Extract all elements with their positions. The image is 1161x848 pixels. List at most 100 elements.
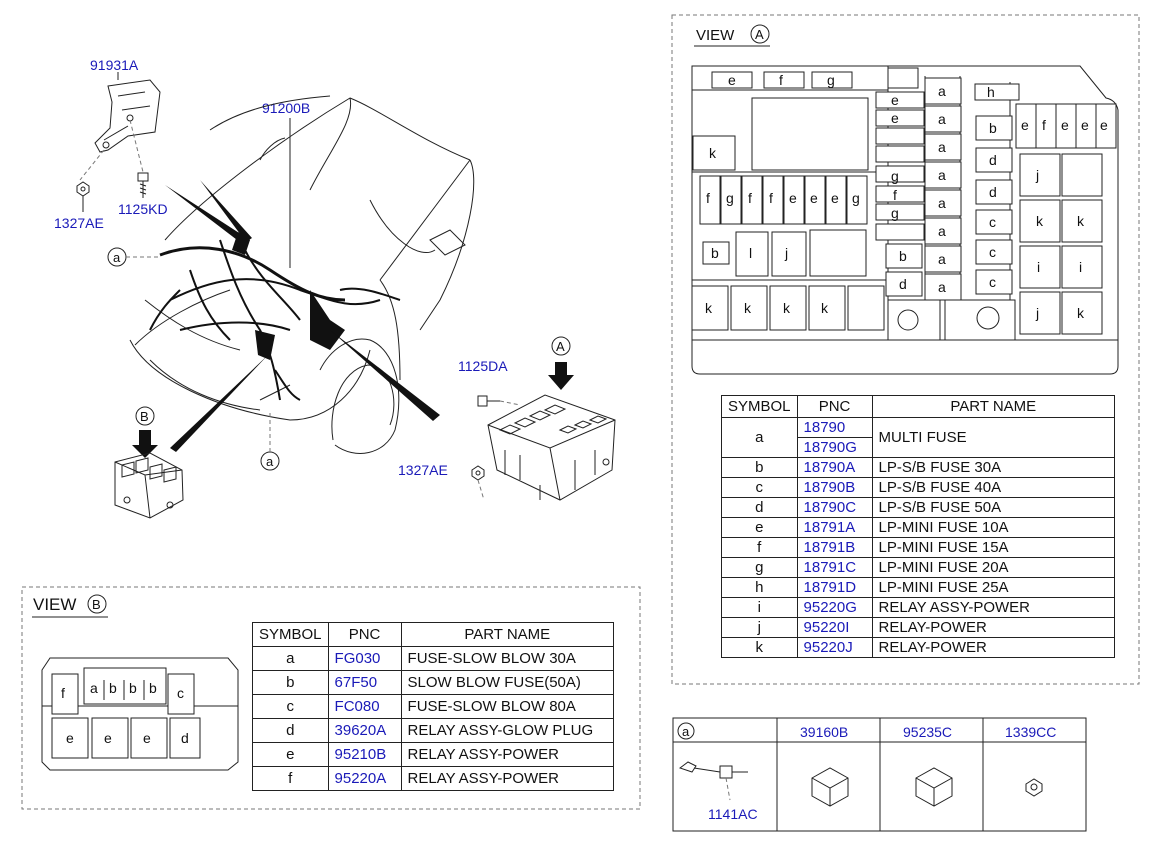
- table-header-row: SYMBOL PNC PART NAME: [252, 622, 615, 647]
- col-part-name: PART NAME: [400, 622, 615, 647]
- cell-pnc[interactable]: 18790G: [796, 437, 873, 458]
- label-1141AC: 1141AC: [708, 806, 758, 822]
- cell-part-name: RELAY-POWER: [871, 617, 1116, 638]
- cell-pnc[interactable]: 18790: [796, 417, 873, 438]
- cell-pnc[interactable]: 18790A: [796, 457, 873, 478]
- cell-part-name: RELAY ASSY-POWER: [400, 742, 615, 767]
- parts-header-1339CC: 1339CC: [1005, 724, 1056, 740]
- parts-marker-a: a: [682, 724, 690, 739]
- view-b-title: VIEW: [33, 595, 76, 614]
- marker-a-bottom: a: [266, 454, 274, 469]
- cell-symbol: a: [252, 646, 329, 671]
- cell-part-name: MULTI FUSE: [871, 417, 1116, 458]
- view-a-letter: A: [755, 27, 764, 42]
- view-a-arrow-letter: A: [556, 339, 565, 354]
- cell-pnc[interactable]: 18791B: [796, 537, 873, 558]
- cell-pnc[interactable]: 18790B: [796, 477, 873, 498]
- cell-part-name: LP-S/B FUSE 40A: [871, 477, 1116, 498]
- cell-pnc[interactable]: 95220G: [796, 597, 873, 618]
- col-symbol: SYMBOL: [252, 622, 329, 647]
- label-1125DA: 1125DA: [458, 358, 508, 374]
- relay-95235C-icon: [915, 767, 953, 807]
- cell-part-name: RELAY ASSY-POWER: [871, 597, 1116, 618]
- label-91931A: 91931A: [90, 57, 139, 73]
- view-a-parts-table: SYMBOL PNC PART NAME a 18790 MULTI FUSE …: [721, 395, 1116, 658]
- cell-symbol: d: [252, 718, 329, 743]
- cell-pnc[interactable]: FG030: [327, 646, 402, 671]
- cell-symbol: g: [721, 557, 798, 578]
- cell-symbol: d: [721, 497, 798, 518]
- cell-pnc[interactable]: 18791C: [796, 557, 873, 578]
- fuse-box-a-illustration: [487, 394, 616, 501]
- cell-symbol: b: [252, 670, 329, 695]
- cell-pnc[interactable]: 18791D: [796, 577, 873, 598]
- cell-pnc[interactable]: FC080: [327, 694, 402, 719]
- bolt-icon: [137, 172, 149, 198]
- cell-part-name: SLOW BLOW FUSE(50A): [400, 670, 615, 695]
- col-part-name: PART NAME: [871, 395, 1116, 418]
- col-symbol: SYMBOL: [721, 395, 798, 418]
- table-row: 18790G: [722, 437, 1115, 458]
- cell-symbol: e: [252, 742, 329, 767]
- wiring-harness: [149, 232, 401, 401]
- relay-39160B-icon: [811, 767, 849, 807]
- cell-part-name: LP-MINI FUSE 20A: [871, 557, 1116, 578]
- cell-pnc[interactable]: 67F50: [327, 670, 402, 695]
- label-1327AE-right: 1327AE: [398, 462, 448, 478]
- cell-symbol: h: [721, 577, 798, 598]
- cell-part-name: LP-MINI FUSE 15A: [871, 537, 1116, 558]
- cell-symbol: c: [252, 694, 329, 719]
- parts-header-95235C: 95235C: [903, 724, 952, 740]
- table-row: a 18790 MULTI FUSE: [721, 417, 1116, 458]
- cell-pnc[interactable]: 39620A: [327, 718, 402, 743]
- view-a-title: VIEW: [696, 27, 735, 44]
- cell-symbol: j: [721, 617, 798, 638]
- cell-symbol: f: [721, 537, 798, 558]
- view-b-letter: B: [92, 597, 101, 612]
- fuse-box-b-illustration: [114, 452, 184, 519]
- view-b-arrow-letter: B: [140, 409, 149, 424]
- cell-part-name: RELAY-POWER: [871, 637, 1116, 658]
- cell-pnc[interactable]: 95220A: [327, 766, 402, 791]
- cell-symbol: a: [721, 417, 798, 458]
- bracket-bolt-icon: [678, 761, 748, 801]
- table-header-row: SYMBOL PNC PART NAME: [721, 395, 1116, 418]
- cell-part-name: LP-S/B FUSE 30A: [871, 457, 1116, 478]
- bracket-illustration: [94, 72, 161, 153]
- cell-part-name: RELAY ASSY-GLOW PLUG: [400, 718, 615, 743]
- label-1327AE-top: 1327AE: [54, 215, 104, 231]
- cell-symbol: f: [252, 766, 329, 791]
- label-1125KD: 1125KD: [118, 201, 168, 217]
- cell-part-name: FUSE-SLOW BLOW 30A: [400, 646, 615, 671]
- cell-part-name: LP-MINI FUSE 10A: [871, 517, 1116, 538]
- cell-part-name: LP-MINI FUSE 25A: [871, 577, 1116, 598]
- cell-pnc[interactable]: 95220J: [796, 637, 873, 658]
- cell-pnc[interactable]: 18791A: [796, 517, 873, 538]
- cell-part-name: RELAY ASSY-POWER: [400, 766, 615, 791]
- marker-a-left: a: [113, 250, 121, 265]
- cell-pnc[interactable]: 18790C: [796, 497, 873, 518]
- label-91200B: 91200B: [262, 100, 310, 116]
- bolt-a-icon: [477, 395, 500, 407]
- nut-icon: [76, 181, 90, 212]
- nut-1339CC-icon: [1025, 778, 1043, 797]
- cell-pnc[interactable]: 95210B: [327, 742, 402, 767]
- col-pnc: PNC: [796, 395, 873, 418]
- col-pnc: PNC: [327, 622, 402, 647]
- cell-symbol: b: [721, 457, 798, 478]
- cell-pnc[interactable]: 95220I: [796, 617, 873, 638]
